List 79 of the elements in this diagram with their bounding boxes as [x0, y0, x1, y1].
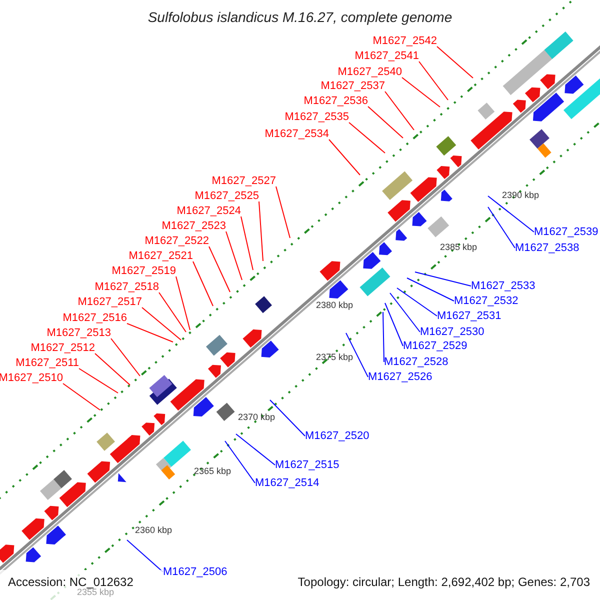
title: Sulfolobus islandicus M.16.27, complete genome [146, 9, 454, 25]
gene-label: M1627_2513 [46, 326, 111, 340]
gene-label: M1627_2520 [305, 430, 370, 442]
leader-line [348, 122, 386, 154]
gene-label: M1627_2517 [78, 296, 142, 308]
leader-line [328, 139, 360, 176]
leader-line [402, 77, 440, 108]
leader-line [276, 186, 290, 238]
leader-line [110, 338, 140, 376]
scale-label: 2380 kbp [316, 300, 354, 311]
leader-line [62, 383, 100, 410]
scale-label: 2390 kbp [502, 190, 540, 201]
gene-label: M1627_2539 [534, 226, 598, 238]
gene-label: M1627_2529 [403, 340, 468, 352]
gene-label: M1627_2538 [515, 242, 580, 254]
gene-label: M1627_2514 [255, 476, 320, 490]
gene-label: M1627_2531 [437, 310, 502, 322]
leader-line [384, 302, 404, 346]
gene-label: M1627_2521 [128, 250, 193, 262]
scale-label: 2360 kbp [135, 525, 172, 536]
leader-line [78, 368, 118, 394]
gene-label: M1627_2523 [162, 220, 226, 232]
gene-label: M1627_2510 [0, 372, 63, 384]
gene-label: M1627_2537 [320, 80, 385, 92]
gene-label: M1627_2525 [194, 190, 259, 202]
leader-line [226, 231, 242, 280]
leader-line [436, 46, 474, 78]
gene-label: M1627_2541 [354, 50, 419, 62]
footer-text: Accession: NC_012632 [8, 575, 134, 589]
leader-line [126, 323, 174, 342]
scale-label: 2370 kbp [238, 412, 276, 423]
gene-label: M1627_2506 [163, 566, 228, 578]
gene-label: M1627_2532 [454, 294, 518, 308]
leader-line [240, 216, 254, 270]
leader-line [382, 312, 384, 362]
leader-line [270, 400, 306, 436]
gene-label: M1627_2512 [30, 342, 95, 354]
leader-line [236, 434, 276, 466]
gene-label: M1627_2515 [275, 458, 340, 472]
gene-label: M1627_2536 [304, 94, 368, 108]
gene-label: M1627_2533 [471, 280, 536, 292]
scale-label: 2385 kbp [440, 242, 478, 253]
leader-line [208, 246, 230, 292]
leader-line [406, 278, 454, 302]
gene-label: M1627_2542 [372, 34, 437, 48]
leader-line [384, 91, 414, 130]
gene-label: M1627_2534 [264, 128, 329, 140]
leader-line [258, 201, 264, 262]
gene-label: M1627_2530 [420, 326, 484, 338]
leader-line [192, 261, 214, 306]
leader-line [390, 292, 420, 332]
gene-label: M1627_2540 [338, 66, 402, 78]
leader-line [488, 206, 516, 248]
leader-line [158, 292, 186, 332]
scale-label: 2355 kbp [77, 587, 114, 598]
leader-line [368, 106, 404, 138]
leader-line [346, 332, 368, 378]
leader-line [176, 276, 190, 330]
leader-line [418, 61, 448, 100]
leader-line [396, 288, 438, 316]
scale-label: 2365 kbp [194, 466, 232, 477]
gene-label: M1627_2518 [94, 280, 159, 294]
leader-line [142, 307, 182, 340]
gene-label: M1627_2524 [176, 204, 241, 218]
gene-label: M1627_2528 [384, 356, 448, 368]
leader-line [488, 196, 534, 232]
gene-label: M1627_2516 [62, 312, 127, 324]
scale-label: 2375 kbp [316, 352, 354, 363]
gene-label: M1627_2519 [112, 264, 176, 278]
footer-text: Topology: circular; Length: 2,692,402 bp; Genes: 2,703 [298, 575, 590, 589]
gene-label: M1627_2526 [368, 370, 432, 384]
leader-line [224, 440, 256, 484]
gene-label: M1627_2511 [16, 356, 79, 370]
leader-line [414, 272, 472, 286]
gene-label: M1627_2522 [144, 234, 209, 248]
leader-line [94, 353, 130, 386]
gene-label: M1627_2527 [212, 174, 276, 188]
gene-label: M1627_2535 [284, 110, 349, 124]
leader-line [126, 540, 164, 572]
